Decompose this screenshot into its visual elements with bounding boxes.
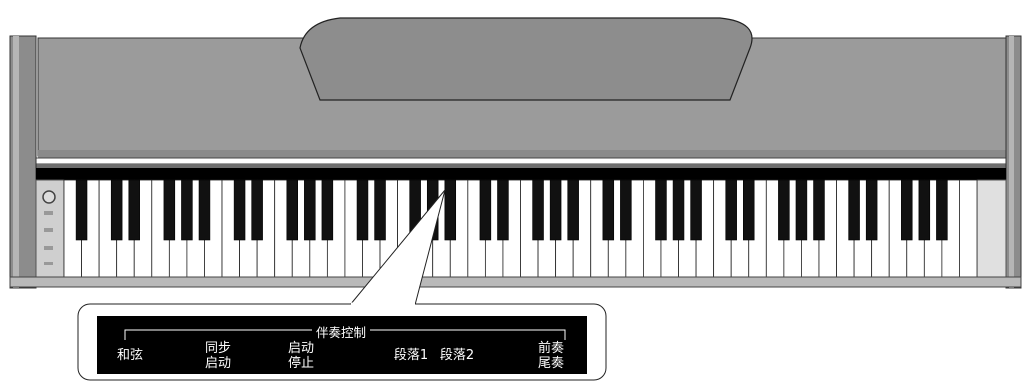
- accompaniment-control-title: 伴奏控制: [312, 322, 371, 341]
- callout-pointer: [349, 189, 446, 306]
- black-key: [901, 179, 913, 241]
- panel-button: [44, 211, 53, 215]
- black-key: [532, 179, 544, 241]
- button-label-chord: 和弦: [116, 348, 143, 363]
- black-key: [304, 179, 316, 241]
- control-strip: [36, 168, 1006, 180]
- black-key: [865, 179, 878, 241]
- black-key: [163, 179, 176, 241]
- button-label-intro-ending: 前奏 尾奏: [537, 341, 564, 371]
- button-label-section-2: 段落2: [439, 348, 475, 363]
- black-key: [936, 179, 948, 241]
- left-cheek: [9, 35, 37, 289]
- button-label-start-stop: 启动 停止: [287, 341, 314, 371]
- black-key: [497, 179, 509, 241]
- black-key: [918, 179, 931, 241]
- left-control-panel: [35, 179, 65, 281]
- right-cheek: [1005, 35, 1022, 289]
- black-key: [233, 179, 246, 241]
- white-key: [959, 179, 978, 278]
- button-label-section-1: 段落1: [393, 348, 429, 363]
- black-key: [655, 179, 667, 241]
- panel-button: [44, 262, 53, 265]
- volume-knob: [42, 190, 56, 204]
- right-end-block: [976, 179, 1007, 281]
- black-key: [251, 179, 263, 241]
- black-key: [690, 179, 702, 241]
- black-key: [620, 179, 632, 241]
- black-key: [602, 179, 615, 241]
- black-key: [813, 179, 825, 241]
- black-key: [848, 179, 860, 241]
- panel-button: [44, 228, 53, 232]
- black-key: [286, 179, 298, 241]
- black-key: [198, 179, 211, 241]
- black-key: [795, 179, 808, 241]
- black-key: [75, 179, 88, 241]
- panel-button: [44, 246, 53, 250]
- black-key: [743, 179, 755, 241]
- black-key: [479, 179, 492, 241]
- black-key: [356, 179, 369, 241]
- black-key: [549, 179, 562, 241]
- button-label-sync-start: 同步 启动: [204, 341, 231, 371]
- black-keys: [75, 179, 948, 241]
- black-key: [321, 179, 334, 241]
- black-key: [110, 179, 123, 241]
- black-key: [672, 179, 685, 241]
- black-key: [374, 179, 386, 241]
- bottom-rail: [9, 276, 1022, 288]
- black-key: [128, 179, 140, 241]
- black-key: [567, 179, 579, 241]
- black-key: [444, 179, 457, 241]
- music-rest: [299, 17, 753, 101]
- black-key: [778, 179, 790, 241]
- black-key: [725, 179, 737, 241]
- black-key: [181, 179, 193, 241]
